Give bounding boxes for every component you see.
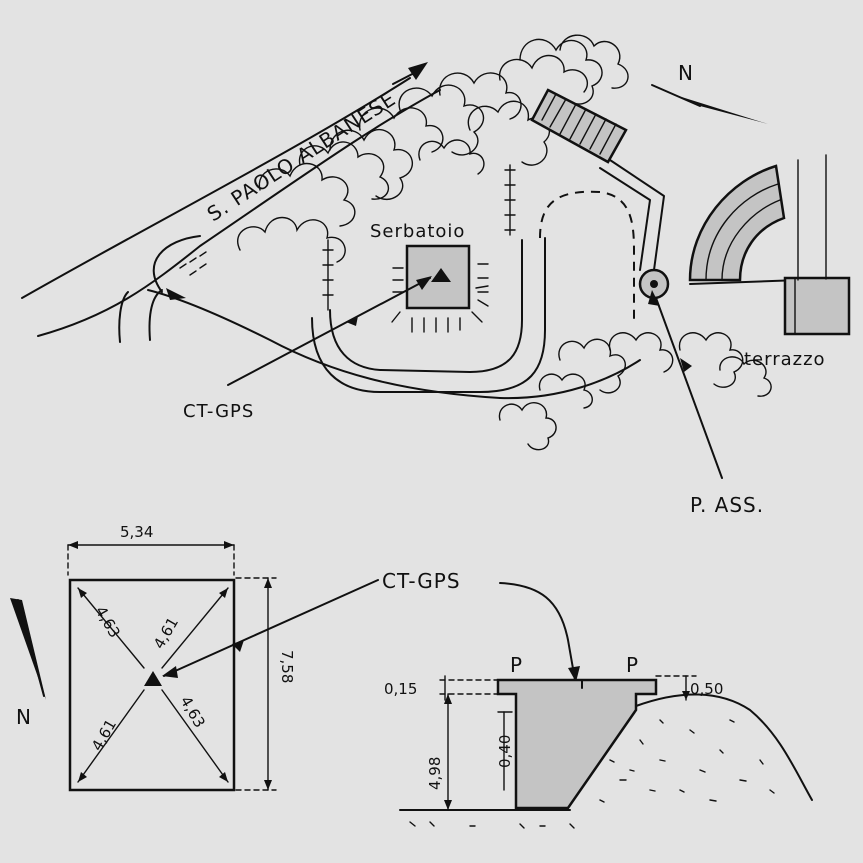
road	[21, 77, 641, 400]
reservoir	[391, 244, 489, 333]
section-body	[496, 678, 658, 810]
access-path-outer	[311, 237, 546, 393]
hatched-structure	[530, 88, 665, 271]
terrace	[688, 154, 851, 336]
road-arrow-icon	[392, 62, 428, 85]
diag-bottom-right-label: 4,63	[177, 693, 209, 731]
boundary-dashed	[539, 190, 635, 320]
road-label: S. PAOLO ALBANESE	[203, 86, 401, 226]
plan-rectangle	[68, 578, 236, 792]
access-arrow-icon	[166, 288, 186, 300]
section-detail: CT-GPS P P 0,15 4,98 0,40 0,50	[382, 569, 813, 829]
p-right-label: P	[626, 653, 639, 677]
plan-detail: 5,34 7,58 4,63 4,61 4,61 4,63 N	[10, 523, 379, 792]
plan-station-icon	[144, 671, 162, 686]
site-plan: S. PAOLO ALBANESE	[21, 34, 851, 517]
fence-marks	[179, 251, 207, 276]
access-path-inner	[329, 239, 523, 373]
station-label: CT-GPS	[183, 401, 254, 422]
north-label: N	[678, 61, 694, 85]
station-triangle-icon	[431, 268, 451, 282]
terrace-label: terrazzo	[744, 349, 826, 370]
plan-north-arrow-icon	[10, 598, 46, 700]
reservoir-building	[405, 244, 471, 310]
right-step-label: 0,50	[690, 680, 723, 698]
section-station-label: CT-GPS	[382, 569, 461, 593]
width-label: 5,34	[120, 523, 153, 541]
fence-posts	[322, 164, 516, 311]
inner-depth-label: 0,40	[496, 735, 514, 768]
p-left-label: P	[510, 653, 523, 677]
diag-top-left-label: 4,63	[92, 603, 124, 641]
plan-north-label: N	[16, 705, 32, 729]
reference-point	[638, 268, 723, 479]
diag-bottom-left-label: 4,61	[88, 716, 120, 754]
vegetation	[237, 34, 772, 451]
slab-thickness-label: 0,15	[384, 680, 417, 698]
height-section-label: 4,98	[426, 757, 444, 790]
diag-top-right-label: 4,61	[150, 614, 182, 652]
reservoir-label: Serbatoio	[370, 221, 465, 242]
north-arrow-icon	[651, 84, 768, 124]
point-label: P. ASS.	[690, 493, 764, 517]
height-label: 7,58	[278, 650, 296, 683]
station-leader-line	[227, 277, 431, 386]
ground-texture	[409, 719, 775, 829]
